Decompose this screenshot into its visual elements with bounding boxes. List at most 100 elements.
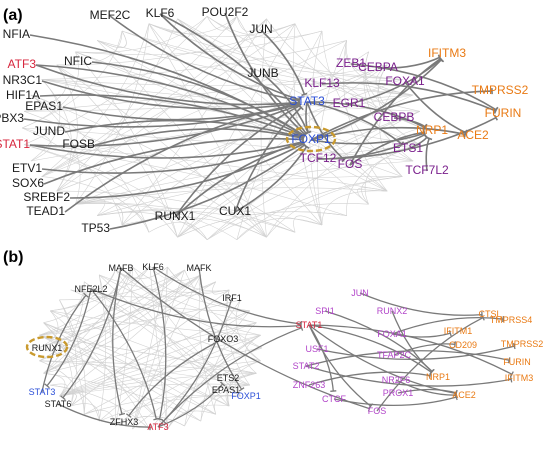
panel-a-bg-edge-30 (236, 218, 323, 240)
panel-b-edge-foxa1-ifitm1 (391, 332, 451, 338)
panel-b-edge-nr2f6-ace2 (395, 379, 457, 396)
panel-a-edge-end-cebpb-nrp1 (422, 123, 428, 130)
panel-a-edge-end-tcf12-nrp1 (422, 131, 428, 138)
panel-a-bg-edge-23 (56, 190, 296, 233)
panel-a-bg-edge-45 (97, 210, 296, 233)
panel-b-edge-end-mafk-foxp1 (238, 387, 245, 392)
panel-b-edge-end-atf3-ets2 (220, 381, 226, 387)
panel-b-bg-edge-0 (115, 347, 263, 427)
panel-a-bg-edge-86 (148, 23, 296, 37)
panel-b-edge-atf3-stat1 (157, 327, 302, 428)
panel-b-bg-edge-65 (43, 322, 74, 407)
panel-b-bg-edge-117 (167, 334, 261, 430)
panel-b-bg-edge-85 (132, 266, 241, 397)
panel-a-node-tcf12: TCF12 (300, 151, 337, 165)
panel-b-edge-stat1-nrp1 (308, 324, 432, 373)
panel-a-edge-runx1-foxp1 (174, 141, 304, 218)
panel-a-bg-edge-73 (41, 79, 72, 192)
panel-b-node-epas1: EPAS1 (212, 385, 240, 395)
panel-b-edge-atf3-ets2 (157, 383, 224, 428)
panel-b-bg-edge-104 (212, 281, 230, 295)
panel-a-edge-junb-foxp1 (262, 73, 309, 133)
panel-b-bg-edge-79 (99, 274, 230, 293)
panel-a-node-fosb: FOSB (62, 137, 95, 151)
panel-a-bg-edge-13 (321, 190, 388, 226)
panel-a-node-nr3c1: NR3C1 (3, 73, 43, 87)
panel-a-node-stat1: STAT1 (0, 137, 30, 151)
panel-b-bg-edge-113 (59, 322, 257, 397)
panel-b-bg-edge-82 (70, 269, 116, 292)
panel-a-bg-edge-49 (75, 202, 267, 238)
panel-a-node-nfic: NFIC (64, 54, 92, 68)
panel-b-label: (b) (3, 249, 23, 266)
panel-a-bg-edge-69 (24, 94, 53, 112)
panel-a-node-tp53: TP53 (81, 221, 110, 235)
panel-b-bg-edge-55 (39, 274, 201, 362)
panel-a-node-jun: JUN (249, 22, 272, 36)
panel-a-edge-cux1-foxp1 (234, 146, 308, 213)
panel-b-bg-edge-108 (184, 299, 241, 427)
panel-b-edge-end-fos-ctsl (480, 314, 485, 321)
panel-a-edge-end-klf13-furin (493, 107, 498, 114)
panel-a-bg-edge-94 (206, 16, 238, 31)
panel-b-node-spi1: SPI1 (315, 306, 335, 316)
panel-a-edge-jun-stat3 (260, 29, 306, 95)
panel-b-edge-end-nfe2l2-atf3 (153, 417, 160, 421)
panel-a-bg-edge-46 (97, 207, 323, 226)
panel-b-edge-ctcf-ace2 (333, 396, 457, 406)
panel-b-edge-end-znf263-nrp1 (428, 372, 432, 379)
panel-b-edge-stat2-furin (305, 350, 510, 367)
panel-a-edge-hif1a-foxp1 (39, 94, 304, 138)
panel-a-edge-fos-nrp1 (349, 131, 425, 166)
panel-b-bg-edge-110 (59, 310, 250, 397)
panel-a-node-runx1: RUNX1 (155, 209, 196, 223)
panel-a-bg-edge-21 (317, 40, 347, 226)
panel-a-edge-tead1-stat3 (64, 102, 300, 213)
panel-b-bg-edge-1 (115, 269, 263, 349)
panel-b-edge-nfe2l2-stat3 (46, 288, 92, 387)
panel-b-node-nr2f6: NR2F6 (382, 375, 411, 385)
panel-b-edge-end-stat2-ifitm3 (509, 376, 513, 383)
panel-a-edge-fosb-foxp1 (94, 128, 304, 146)
panel-a-node-tead1: TEAD1 (26, 204, 65, 218)
panel-a-node-junb: JUNB (247, 66, 278, 80)
panel-a-edge-srebf2-foxp1 (69, 142, 305, 199)
panel-b-bg-edge-106 (39, 299, 241, 336)
panel-a-node-klf6: KLF6 (146, 6, 175, 20)
panel-a-bg-edge-123 (266, 111, 420, 238)
panel-a-edge-atf3-stat3 (35, 64, 300, 106)
panel-b-bg-edge-89 (149, 265, 168, 430)
panel-b-bg-edge-49 (59, 383, 250, 397)
panel-a-bg-edge-121 (121, 30, 414, 96)
panel-a-edge-end-tcf12-furin (493, 114, 499, 121)
panel-a-edge-cux1-stat3 (234, 106, 302, 213)
panel-a-edge-foxp1-ifitm3 (310, 59, 442, 141)
panel-a-edge-end-tcf7l2-nrp1 (426, 136, 433, 141)
panel-b-bg-edge-114 (227, 289, 257, 323)
panel-a-bg-edge-92 (206, 16, 414, 96)
panel-b-edge-end-klf6-stat1 (300, 321, 303, 328)
panel-b-edge-end-foxo3-zfhx3 (126, 413, 132, 418)
panel-b-edge-end-nfe2l2-stat3 (44, 383, 50, 389)
panel-a-node-jund: JUND (33, 124, 65, 138)
panel-b-bg-edge-84 (115, 269, 230, 407)
panel-b-node-mafb: MAFB (108, 263, 133, 273)
panel-a-bg-edge-78 (75, 16, 208, 53)
panel-b-bg-edge-69 (50, 269, 116, 312)
panel-b-edge-tfap2c-cd209 (393, 343, 456, 356)
panel-b-node-prox1: PROX1 (383, 388, 414, 398)
panel-b-edge-end-tfap2c-cd209 (454, 341, 456, 348)
panel-b-node-cd209: CD209 (449, 340, 477, 350)
panel-b-bg-edge-48 (59, 266, 133, 397)
panel-a-node-tmprss2: TMPRSS2 (472, 83, 529, 97)
panel-a-bg-edge-105 (206, 16, 323, 38)
panel-a-edge-pou2f2-foxp1 (224, 12, 306, 136)
panel-b-node-tmprss4: TMPRSS4 (490, 315, 533, 325)
panel-b-node-ifitm3: IFITM3 (505, 373, 534, 383)
panel-a-bg-edge-14 (24, 144, 388, 192)
panel-a-node-ifitm3: IFITM3 (428, 46, 466, 60)
panel-b-edge-end-mafb-zfhx3 (118, 412, 126, 416)
panel-a-node-cebpb: CEBPB (374, 110, 415, 124)
panel-a-bg-edge-59 (24, 144, 208, 240)
panel-b-edge-end-stat3-nfe2l2 (83, 292, 89, 298)
